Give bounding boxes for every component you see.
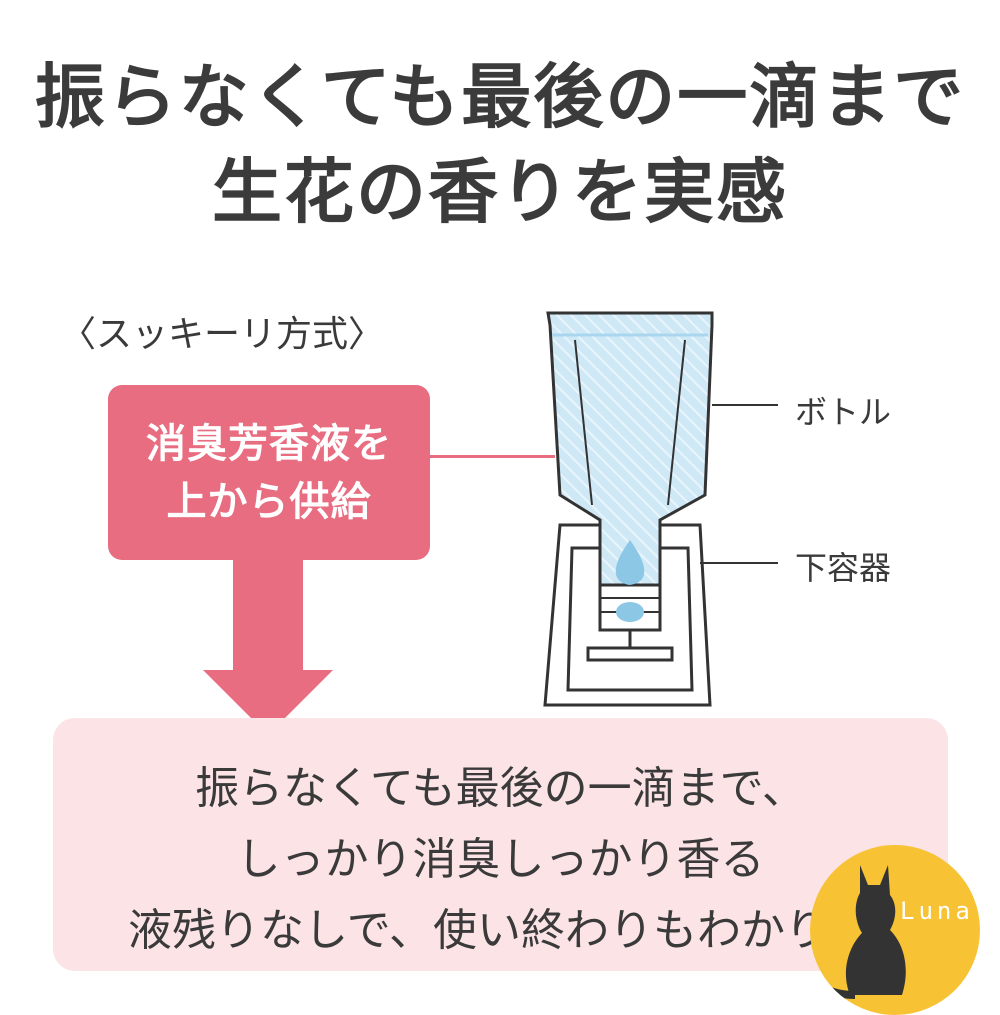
- bottle-label: ボトル: [795, 393, 892, 431]
- supply-line2: 上から供給: [166, 478, 372, 525]
- headline-line2: 生花の香りを実感: [212, 150, 788, 233]
- watermark-text: Luna: [900, 897, 974, 925]
- supply-line1: 消臭芳香液を: [146, 420, 392, 467]
- connector-line: [430, 455, 555, 458]
- benefit-line1: 振らなくても最後の一滴まで、: [195, 763, 806, 814]
- headline-line1: 振らなくても最後の一滴まで: [34, 55, 966, 138]
- bottle-shape: [546, 311, 714, 648]
- supply-box: 消臭芳香液を 上から供給: [108, 385, 430, 560]
- benefit-line2: しっかり消臭しっかり香る: [236, 834, 765, 885]
- lower-container-label: 下容器: [795, 549, 892, 587]
- method-label: 〈スッキーリ方式〉: [60, 314, 385, 355]
- cat-silhouette-icon: [810, 865, 906, 999]
- watermark-badge: [810, 845, 980, 1015]
- benefits-box: [53, 718, 948, 971]
- benefit-line3: 液残りなしで、使い終わりもわかりや: [128, 905, 873, 956]
